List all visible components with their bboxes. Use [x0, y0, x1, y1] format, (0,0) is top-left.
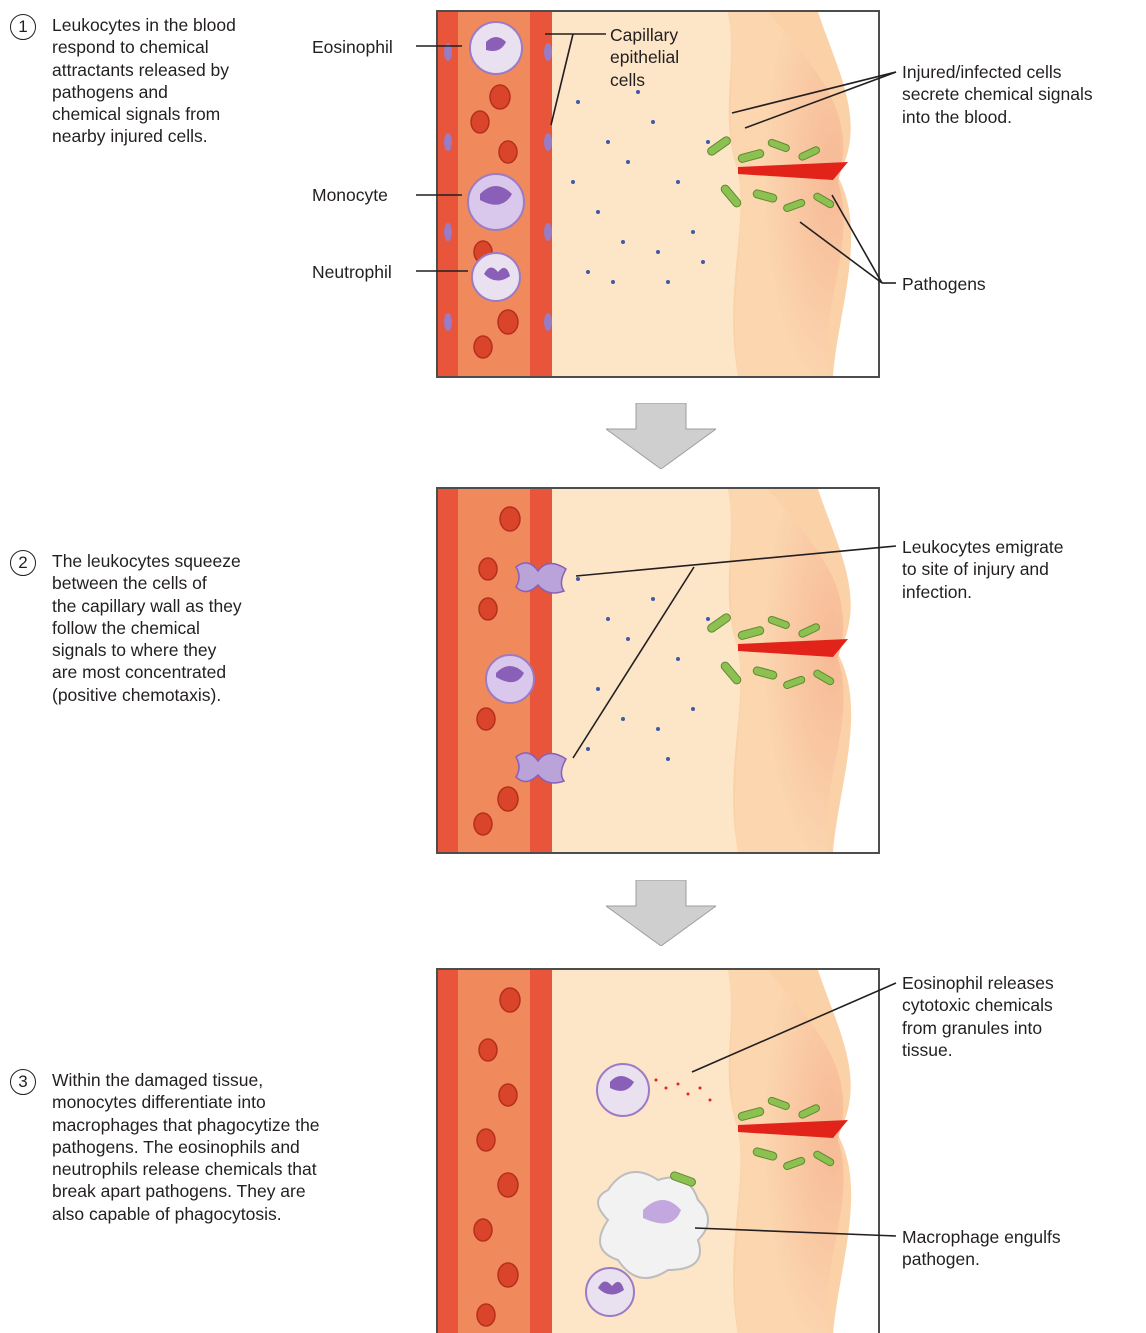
- panel-2-illustration: [438, 489, 878, 852]
- step-2-number: 2: [10, 550, 36, 576]
- label-macrophage-engulfs: Macrophage engulfs pathogen.: [902, 1226, 1061, 1271]
- label-eosinophil: Eosinophil: [312, 36, 393, 58]
- monocyte-cell: [468, 174, 524, 230]
- emigrating-leukocyte-top: [516, 563, 566, 593]
- step-3-number: 3: [10, 1069, 36, 1095]
- neutrophil-cell: [586, 1268, 634, 1316]
- emigrating-leukocyte-bottom: [516, 753, 566, 783]
- panel-3-illustration: [438, 970, 878, 1333]
- eosinophil-releasing: [597, 1064, 649, 1116]
- label-capillary-epithelial: Capillary epithelial cells: [610, 24, 679, 91]
- step-1-number: 1: [10, 14, 36, 40]
- label-monocyte: Monocyte: [312, 184, 388, 206]
- monocyte-cell: [486, 655, 534, 703]
- step-2-text: The leukocytes squeeze between the cells…: [52, 550, 322, 706]
- neutrophil-cell: [472, 253, 520, 301]
- step-1-text: Leukocytes in the blood respond to chemi…: [52, 14, 322, 148]
- label-emigrate: Leukocytes emigrate to site of injury an…: [902, 536, 1063, 603]
- panel-3-phagocytosis: [436, 968, 880, 1333]
- label-eosinophil-releases: Eosinophil releases cytotoxic chemicals …: [902, 972, 1054, 1061]
- label-pathogens: Pathogens: [902, 273, 986, 295]
- eosinophil-cell: [470, 22, 522, 74]
- label-injured-cells: Injured/infected cells secrete chemical …: [902, 61, 1093, 128]
- down-arrow-2: [606, 880, 716, 946]
- step-3-text: Within the damaged tissue, monocytes dif…: [52, 1069, 412, 1225]
- label-neutrophil: Neutrophil: [312, 261, 392, 283]
- panel-2-emigration: [436, 487, 880, 854]
- down-arrow-1: [606, 403, 716, 469]
